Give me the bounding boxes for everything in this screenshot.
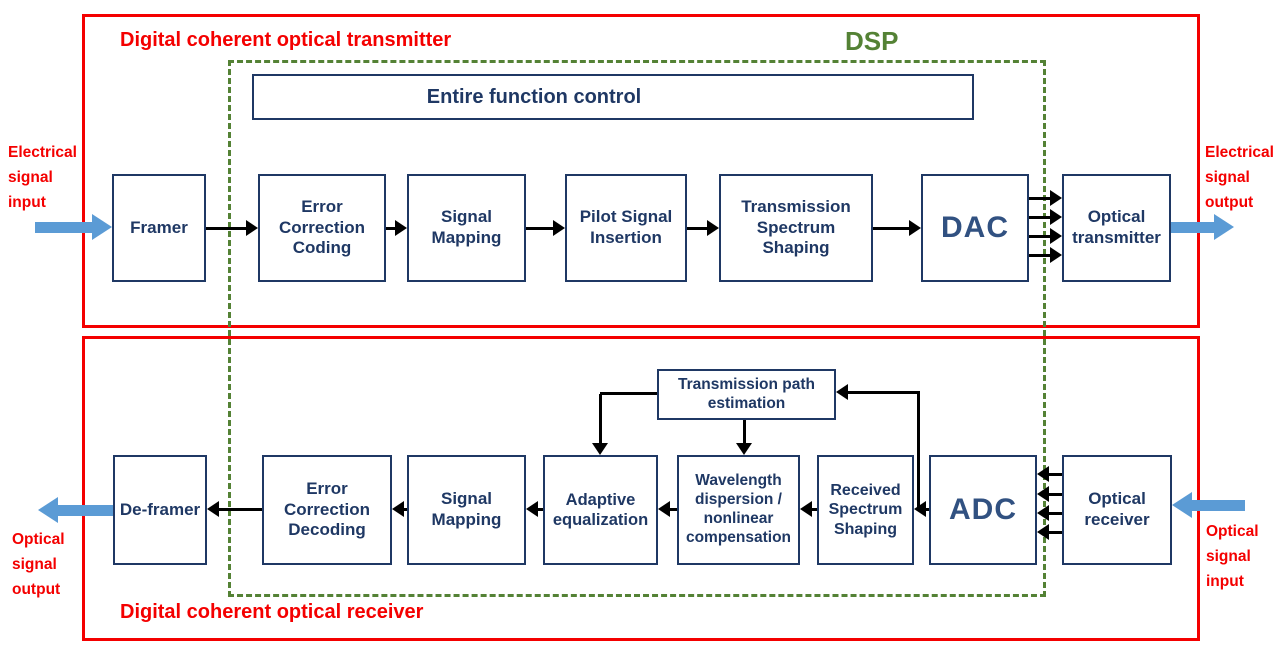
block-adaptive-equalization: Adaptive equalization	[543, 455, 658, 565]
connector-line	[812, 507, 817, 511]
connector-line	[1049, 530, 1062, 534]
connector-line	[526, 226, 553, 230]
arrow-left-icon	[1037, 466, 1049, 482]
block-optical-transmitter: Optical transmitter	[1062, 174, 1171, 282]
transmitter-section-title: Digital coherent optical transmitter	[120, 29, 452, 51]
receiver-section-title: Digital coherent optical receiver	[120, 601, 424, 623]
connector-line	[206, 226, 246, 230]
entire-function-control-label: Entire function control	[426, 85, 642, 108]
optical-input-arrow-icon	[1172, 492, 1192, 518]
dsp-dashed-frame	[228, 60, 1046, 597]
arrow-left-icon	[526, 501, 538, 517]
block-wavelength-dispersion-compensation: Wavelength dispersion / nonlinear compen…	[677, 455, 800, 565]
arrow-left-icon	[836, 384, 848, 400]
connector-line	[600, 391, 657, 395]
optical-signal-input-label: Optical signal input	[1206, 523, 1259, 590]
connector-line	[1029, 215, 1050, 219]
block-dac: DAC	[921, 174, 1029, 282]
block-adc: ADC	[929, 455, 1037, 565]
connector-line	[1049, 492, 1062, 496]
arrow-left-icon	[207, 501, 219, 517]
arrow-right-icon	[707, 220, 719, 236]
optical-input-arrow-shaft	[1192, 500, 1245, 511]
block-signal-mapping-rx: Signal Mapping	[407, 455, 526, 565]
connector-line	[917, 392, 920, 509]
block-error-correction-coding: Error Correction Coding	[258, 174, 386, 282]
block-framer: Framer	[112, 174, 206, 282]
arrow-left-icon	[392, 501, 404, 517]
arrow-right-icon	[1050, 247, 1062, 263]
electrical-signal-input-label: Electrical signal input	[8, 144, 77, 211]
arrow-right-icon	[1050, 190, 1062, 206]
connector-line	[219, 507, 262, 511]
dsp-title: DSP	[845, 26, 899, 56]
connector-line	[1029, 234, 1050, 238]
arrow-down-icon	[592, 443, 608, 455]
connector-line	[598, 394, 602, 443]
optical-output-arrow-icon	[38, 497, 58, 523]
block-optical-receiver: Optical receiver	[1062, 455, 1172, 565]
arrow-left-icon	[658, 501, 670, 517]
connector-line	[386, 226, 395, 230]
transmitter-section-frame	[82, 14, 1200, 328]
connector-line	[873, 226, 909, 230]
optical-signal-output-label: Optical signal output	[12, 531, 65, 598]
connector-line	[670, 507, 677, 511]
electrical-signal-output-label: Electrical signal output	[1205, 144, 1274, 211]
connector-line	[404, 507, 407, 511]
block-transmission-spectrum-shaping: Transmission Spectrum Shaping	[719, 174, 873, 282]
connector-line	[1029, 196, 1050, 200]
connector-line	[1049, 472, 1062, 476]
arrow-left-icon	[1037, 486, 1049, 502]
arrow-right-icon	[395, 220, 407, 236]
receiver-section-frame	[82, 336, 1200, 641]
block-pilot-signal-insertion: Pilot Signal Insertion	[565, 174, 687, 282]
connector-line	[742, 420, 746, 443]
connector-line	[917, 507, 929, 511]
arrow-left-icon	[1037, 505, 1049, 521]
arrow-right-icon	[553, 220, 565, 236]
arrow-right-icon	[1050, 228, 1062, 244]
connector-line	[1029, 253, 1050, 257]
connector-line	[848, 390, 920, 394]
electrical-input-arrow-shaft	[35, 222, 92, 233]
electrical-output-arrow-icon	[1214, 214, 1234, 240]
electrical-input-arrow-icon	[92, 214, 112, 240]
arrow-right-icon	[1050, 209, 1062, 225]
block-received-spectrum-shaping: Received Spectrum Shaping	[817, 455, 914, 565]
block-error-correction-decoding: Error Correction Decoding	[262, 455, 392, 565]
arrow-right-icon	[246, 220, 258, 236]
block-deframer: De-framer	[113, 455, 207, 565]
connector-line	[687, 226, 707, 230]
arrow-left-icon	[800, 501, 812, 517]
block-signal-mapping-tx: Signal Mapping	[407, 174, 526, 282]
connector-line	[1049, 511, 1062, 515]
arrow-right-icon	[909, 220, 921, 236]
electrical-output-arrow-shaft	[1171, 222, 1214, 233]
block-transmission-path-estimation: Transmission path estimation	[657, 369, 836, 420]
arrow-down-icon	[736, 443, 752, 455]
arrow-left-icon	[1037, 524, 1049, 540]
connector-line	[538, 507, 543, 511]
entire-function-control-block: Entire function control	[252, 74, 974, 120]
optical-output-arrow-shaft	[58, 505, 113, 516]
